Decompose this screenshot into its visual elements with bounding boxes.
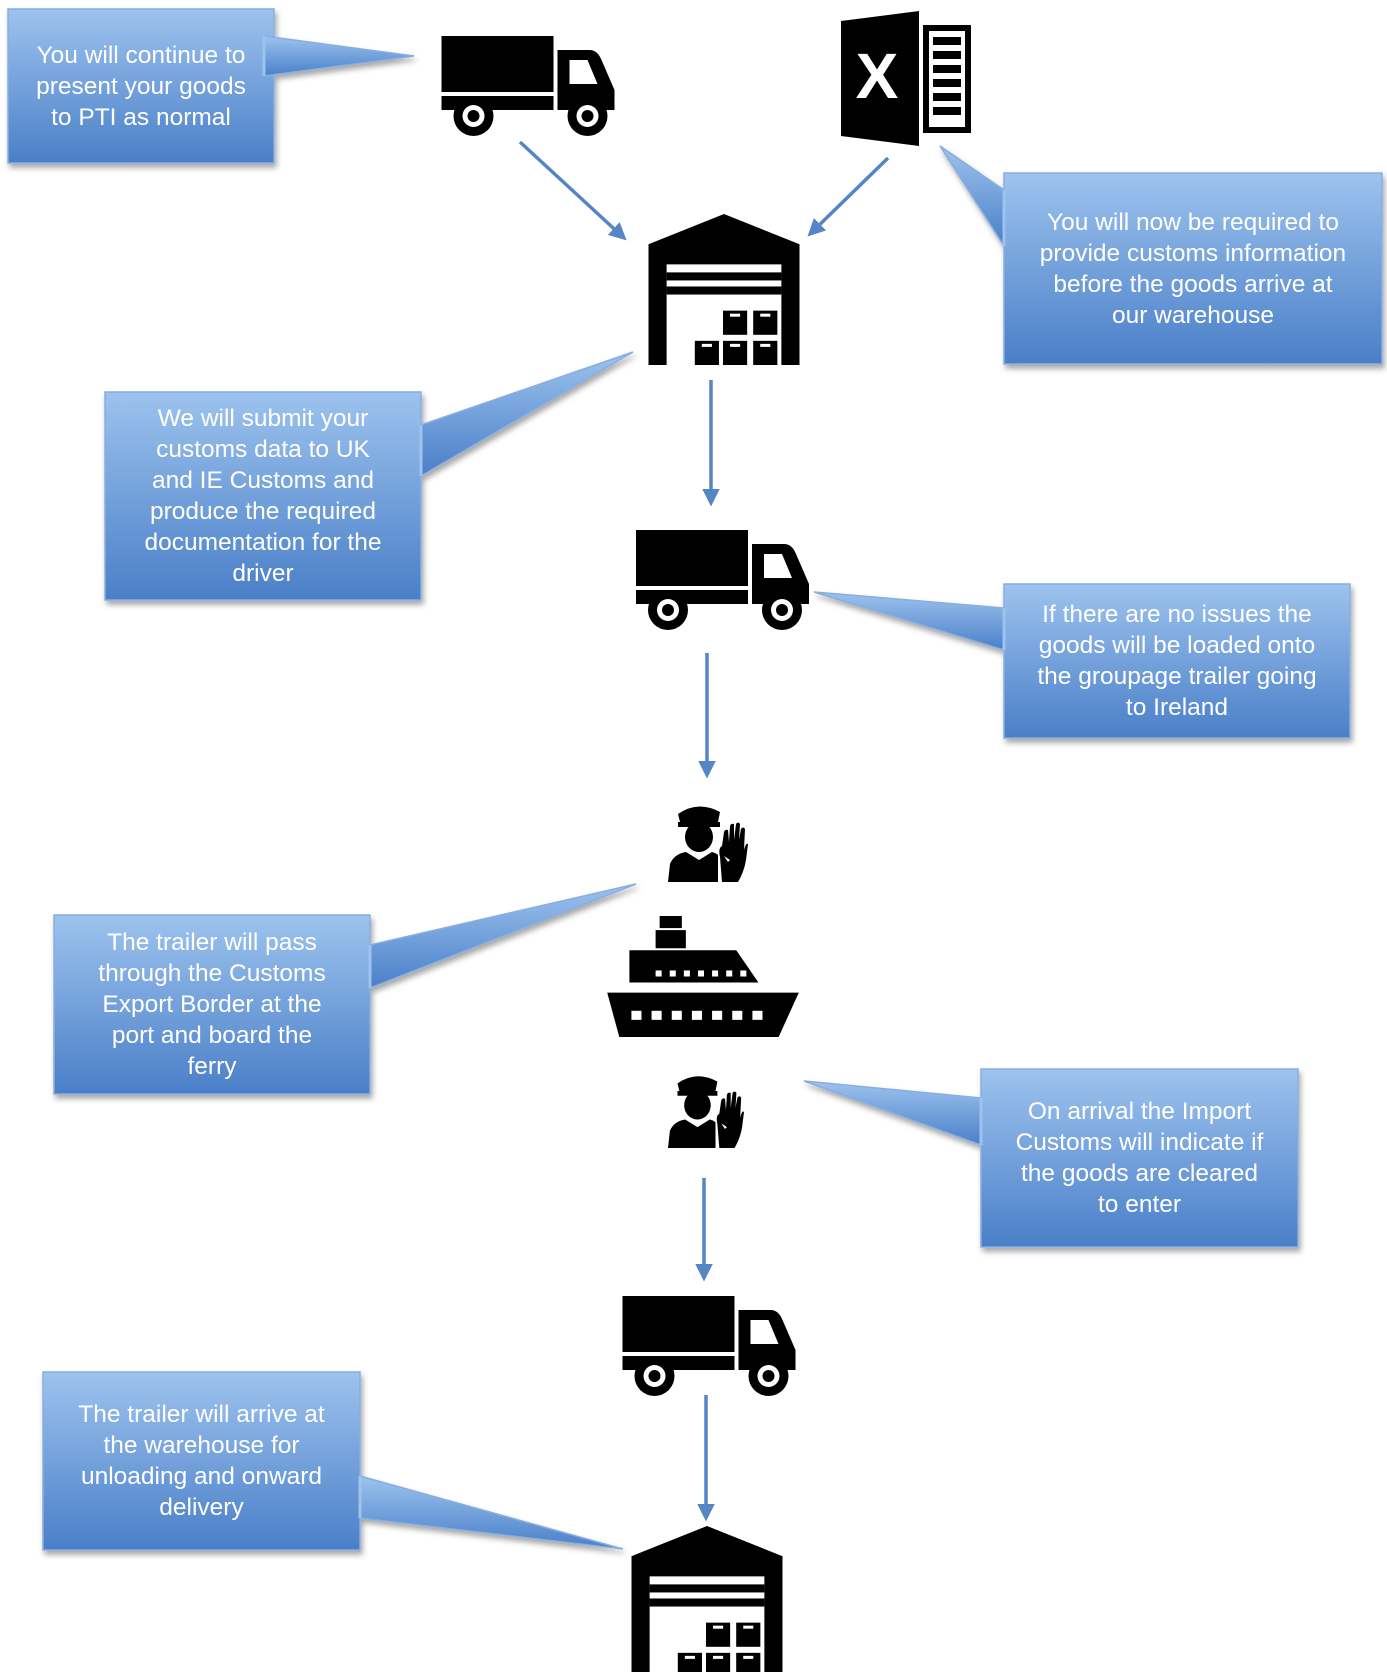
callout-import-customs: On arrival the Import Customs will indic… — [1015, 1098, 1264, 1218]
ferry-icon — [607, 916, 799, 1037]
warehouse-icon — [631, 1526, 783, 1672]
truck-icon — [622, 1296, 796, 1396]
callout-export-border: The trailer will pass through the Custom… — [98, 929, 326, 1080]
callout-shape-export_border — [53, 883, 637, 1095]
truck-icon — [441, 36, 615, 136]
callout-shape-submit — [104, 351, 634, 601]
callout-shape-arrive — [42, 1371, 624, 1551]
callout-shape-import — [803, 1068, 1299, 1248]
flow-arrow — [518, 140, 627, 241]
truck-icon — [636, 530, 809, 630]
callout-pti: You will continue to present your goods … — [36, 41, 246, 131]
excel-icon — [841, 11, 971, 146]
callout-customs-info: You will now be required to provide cust… — [1039, 208, 1347, 329]
callout-loaded: If there are no issues the goods will be… — [1037, 601, 1317, 721]
warehouse-icon — [648, 214, 800, 365]
customs-officer-icon — [668, 1076, 744, 1148]
callout-shape-loaded — [813, 583, 1351, 739]
callout-shape-pti — [7, 8, 415, 164]
flow-arrow — [807, 156, 890, 237]
callout-arrive: The trailer will arrive at the warehouse… — [78, 1401, 325, 1521]
callout-submit-data: We will submit your customs data to UK a… — [144, 405, 382, 587]
callout-shape-customs_info — [939, 145, 1383, 365]
customs-officer-icon — [668, 806, 748, 882]
